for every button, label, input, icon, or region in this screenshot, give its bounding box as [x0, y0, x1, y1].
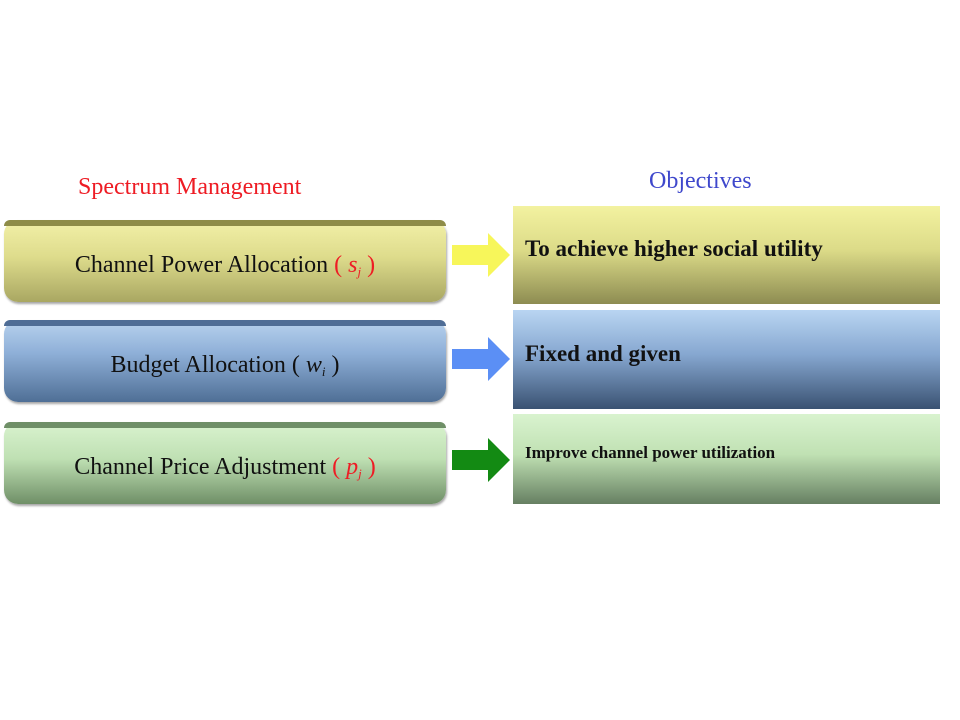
yellow-arrow-icon	[452, 233, 510, 277]
blue-arrow-icon	[452, 337, 510, 381]
channel-power-allocation-text: Channel Power Allocation ( sj )	[75, 242, 375, 280]
box-rim	[4, 220, 446, 226]
objective-improve-utilization-text: Improve channel power utilization	[525, 443, 776, 462]
price-subscript: j	[358, 466, 362, 481]
channel-price-adjustment-box: Channel Price Adjustment ( pj )	[4, 422, 446, 504]
objective-social-utility-text: To achieve higher social utility	[525, 236, 823, 261]
objectives-heading: Objectives	[649, 168, 752, 194]
budget-subscript: i	[321, 364, 326, 379]
arrow-shape	[452, 438, 510, 482]
arrow-shape	[452, 233, 510, 277]
budget-allocation-box: Budget Allocation ( wi )	[4, 320, 446, 402]
power-symbol: s	[348, 252, 358, 278]
power-subscript: j	[357, 264, 362, 279]
spectrum-management-heading: Spectrum Management	[78, 174, 302, 200]
channel-power-allocation-box: Channel Power Allocation ( sj )	[4, 220, 446, 302]
channel-price-adjustment-label: Channel Price Adjustment	[74, 454, 327, 480]
power-variable: ( sj )	[334, 252, 376, 279]
channel-power-allocation-label: Channel Power Allocation	[74, 252, 329, 278]
objective-improve-utilization-box: Improve channel power utilization	[513, 414, 940, 504]
green-arrow-icon	[452, 438, 510, 482]
price-symbol: p	[346, 454, 359, 480]
budget-allocation-label: Budget Allocation	[110, 352, 286, 378]
arrow-shape	[452, 337, 510, 381]
price-variable: ( pj )	[332, 454, 376, 481]
budget-symbol: w	[305, 352, 322, 378]
objective-fixed-box: Fixed and given	[513, 310, 940, 409]
budget-variable: ( wi )	[291, 352, 340, 379]
box-rim	[4, 320, 446, 326]
objective-social-utility-box: To achieve higher social utility	[513, 206, 940, 304]
objective-fixed-text: Fixed and given	[525, 340, 681, 366]
box-rim	[4, 422, 446, 428]
budget-allocation-text: Budget Allocation ( wi )	[111, 342, 340, 380]
channel-price-adjustment-text: Channel Price Adjustment ( pj )	[74, 444, 376, 482]
